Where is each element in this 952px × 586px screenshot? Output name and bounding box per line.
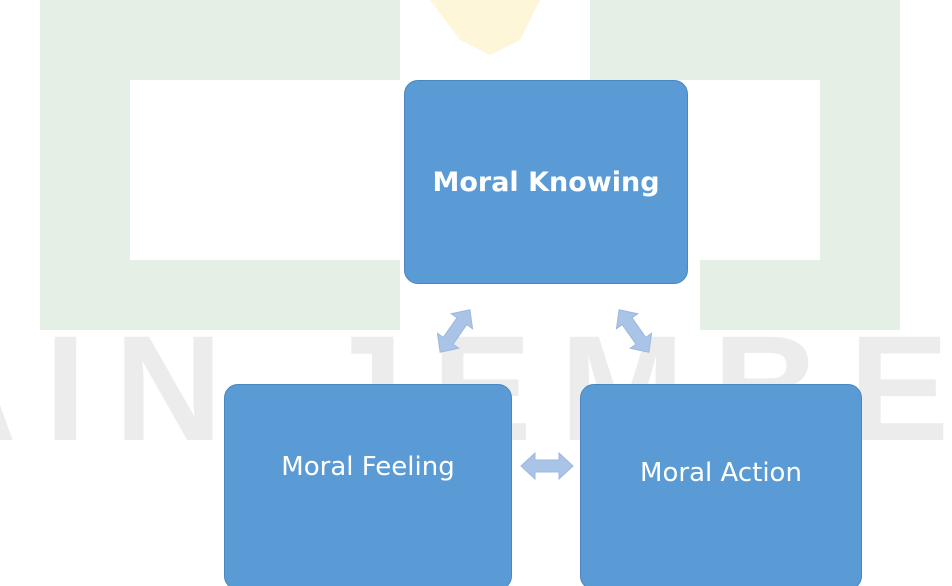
watermark-left-shape: [40, 0, 400, 330]
arrow-knowing-feeling: [436, 309, 474, 353]
node-moral-knowing: Moral Knowing: [404, 80, 688, 284]
node-label-feeling: Moral Feeling: [281, 452, 455, 482]
arrow-knowing-action: [615, 309, 653, 353]
node-moral-action: Moral Action: [580, 384, 862, 586]
node-moral-feeling: Moral Feeling: [224, 384, 512, 586]
node-label-action: Moral Action: [640, 458, 802, 488]
arrow-feeling-action: [520, 451, 574, 481]
watermark-right-shape: [590, 0, 900, 330]
node-label-knowing: Moral Knowing: [432, 166, 660, 198]
watermark-yellow-accent: [430, 0, 540, 55]
